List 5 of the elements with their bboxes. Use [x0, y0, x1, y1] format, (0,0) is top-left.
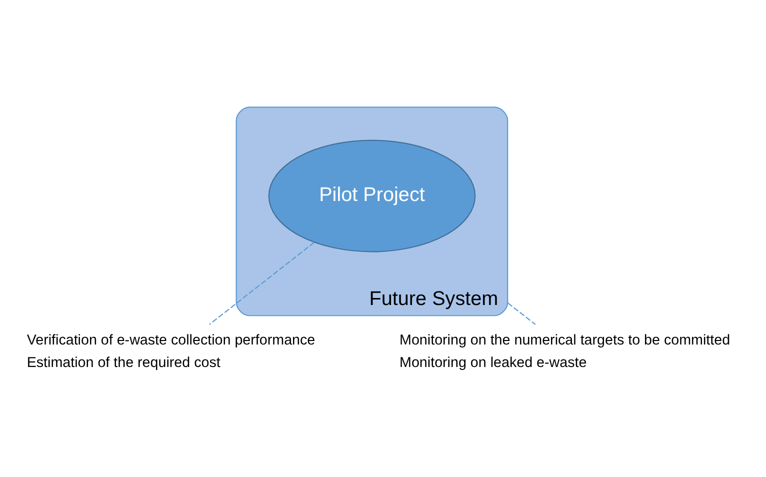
node-text: Verification of e-waste collection performance Estimation of the required cost — [26, 332, 316, 370]
node-text: Monitoring on the numerical targets to be committed Monitoring on leaked e-waste — [400, 332, 730, 370]
connector — [507, 302, 536, 324]
node-ellipse: Pilot Project — [268, 139, 476, 252]
connector — [209, 241, 314, 324]
